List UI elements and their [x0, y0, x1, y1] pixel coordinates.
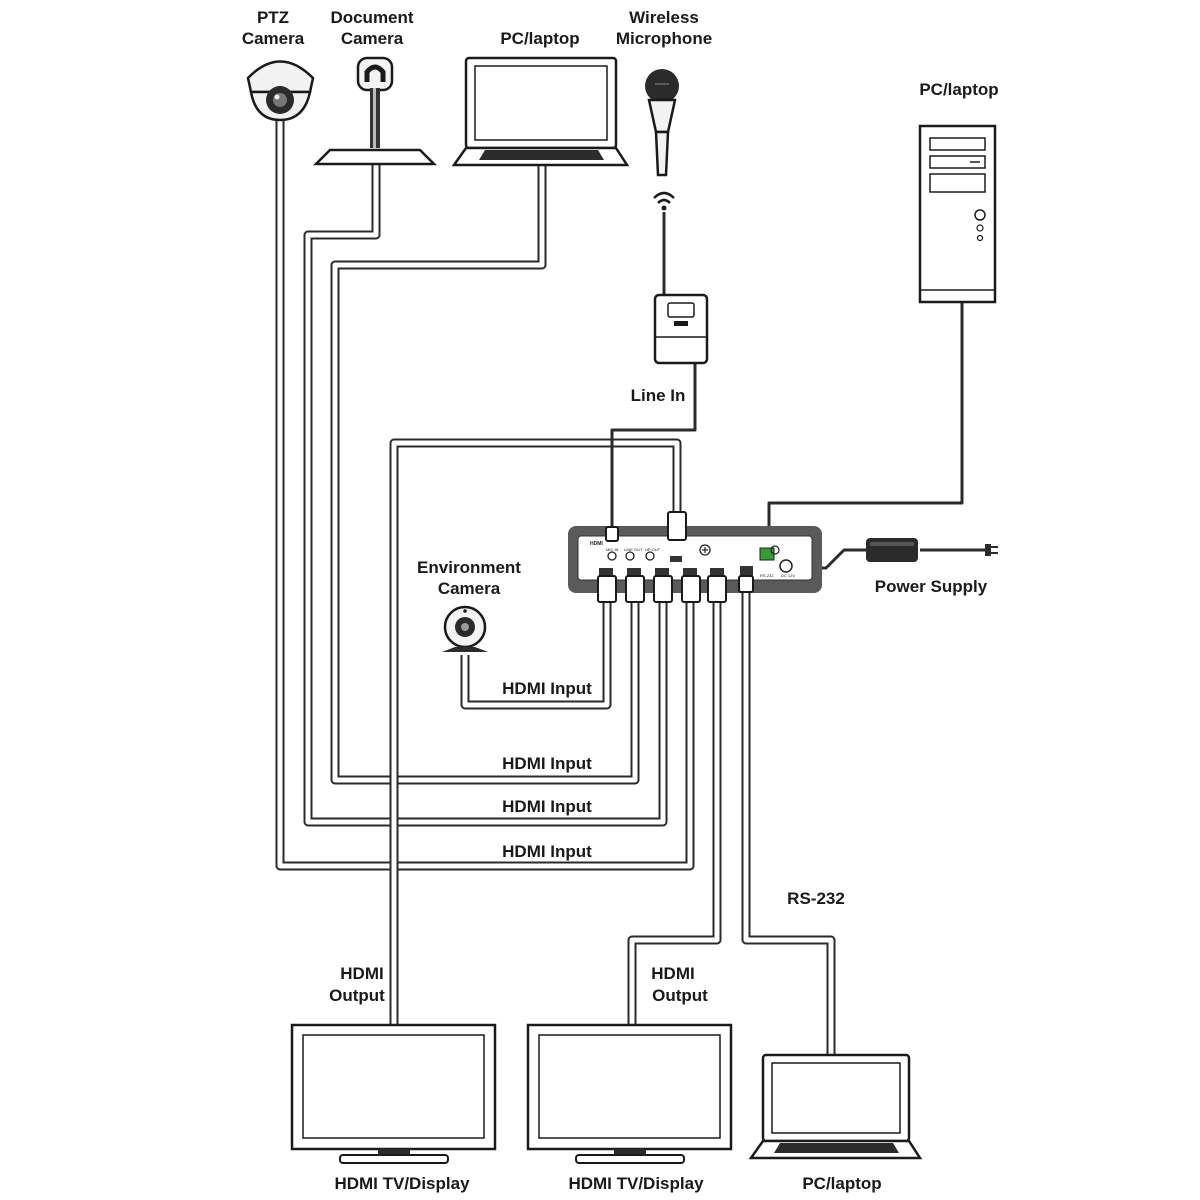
jack-label-line-out: LINE OUT: [624, 547, 643, 552]
pc-laptop-top-label: PC/laptop: [500, 29, 579, 48]
hdmi-input-1-label: HDMI Input: [502, 679, 592, 698]
dc-port-label: DC 12V: [781, 573, 795, 578]
document-camera-label-1: Document: [330, 8, 413, 27]
hdmi-output-1-label-2: Output: [329, 986, 385, 1005]
power-supply-label: Power Supply: [875, 577, 988, 596]
tv-display-2-label: HDMI TV/Display: [568, 1174, 704, 1193]
wireless-microphone-label-1: Wireless: [629, 8, 699, 27]
hdmi-input-3-label: HDMI Input: [502, 797, 592, 816]
power-adapter-icon: [866, 538, 918, 562]
laptop-top-icon: [451, 56, 630, 167]
wire-line-in: [610, 362, 697, 530]
pc-laptop-right-label: PC/laptop: [919, 80, 998, 99]
rs232-port-label: RS-232: [760, 573, 774, 578]
microphone-icon: [645, 69, 679, 177]
wireless-microphone-label-2: Microphone: [616, 29, 712, 48]
power-plug-icon: [985, 544, 998, 556]
av-switcher-device: HDMI MIC IN LINE OUT HP OUT RS-232 DC 12…: [568, 526, 822, 593]
document-camera-icon: [312, 56, 438, 166]
ptz-camera-icon: [246, 60, 315, 122]
hdmi-output-2-label-2: Output: [652, 986, 708, 1005]
wireless-receiver-icon: [653, 293, 709, 365]
tv-display-2-icon: [526, 1023, 733, 1164]
wire-pc-to-terminal: [767, 302, 964, 550]
jack-label-hp-out: HP OUT: [645, 547, 661, 552]
hdmi-output-1-label-1: HDMI: [340, 964, 383, 983]
tv-display-1-icon: [290, 1023, 497, 1164]
cable-rs232: [741, 590, 836, 1055]
cable-hdmi-output-2: [627, 600, 722, 1025]
rs232-label: RS-232: [787, 889, 845, 908]
ptz-camera-label-2: Camera: [242, 29, 305, 48]
environment-camera-label-2: Camera: [438, 579, 501, 598]
laptop-bottom-icon: [748, 1053, 923, 1160]
cable-ptz-camera: [275, 118, 695, 871]
environment-camera-label-1: Environment: [417, 558, 521, 577]
pc-laptop-bottom-label: PC/laptop: [802, 1174, 881, 1193]
hdmi-cables: [275, 118, 836, 1055]
tv-display-1-label: HDMI TV/Display: [334, 1174, 470, 1193]
environment-camera-icon: [442, 605, 488, 652]
device-brand: HDMI: [590, 541, 603, 547]
ptz-camera-label-1: PTZ: [257, 8, 289, 27]
jack-label-mic: MIC IN: [606, 547, 619, 552]
hdmi-output-2-label-1: HDMI: [651, 964, 694, 983]
wireless-signal-icon: [653, 191, 675, 211]
hdmi-input-4-label: HDMI Input: [502, 842, 592, 861]
device-connectors: [597, 511, 754, 603]
hdmi-input-2-label: HDMI Input: [502, 754, 592, 773]
line-in-label: Line In: [631, 386, 686, 405]
pc-tower-icon: [918, 124, 997, 304]
document-camera-label-2: Camera: [341, 29, 404, 48]
